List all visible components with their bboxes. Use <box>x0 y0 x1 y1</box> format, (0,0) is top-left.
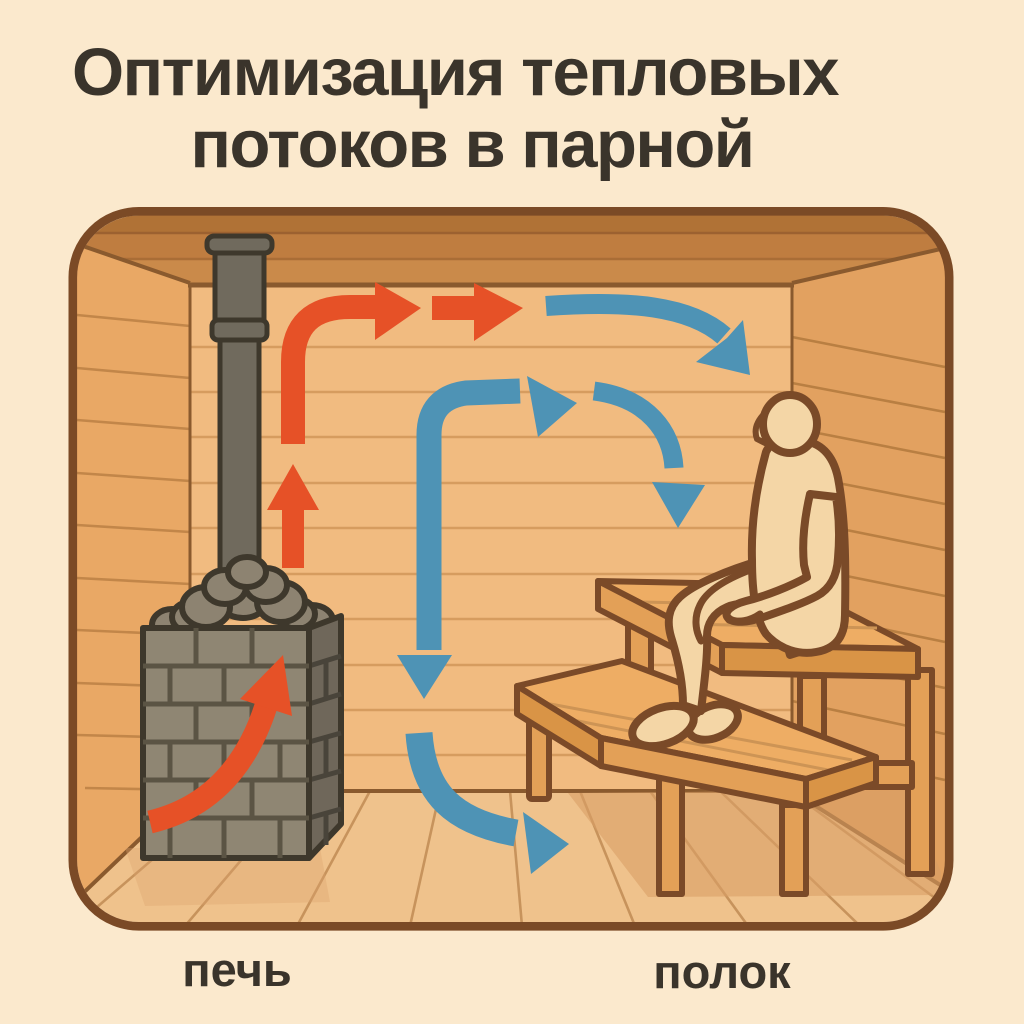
svg-text:полок: полок <box>653 945 791 998</box>
svg-text:потоков в парной: потоков в парной <box>190 107 753 182</box>
svg-text:печь: печь <box>182 943 292 996</box>
svg-text:Оптимизация тепловых: Оптимизация тепловых <box>72 35 839 110</box>
